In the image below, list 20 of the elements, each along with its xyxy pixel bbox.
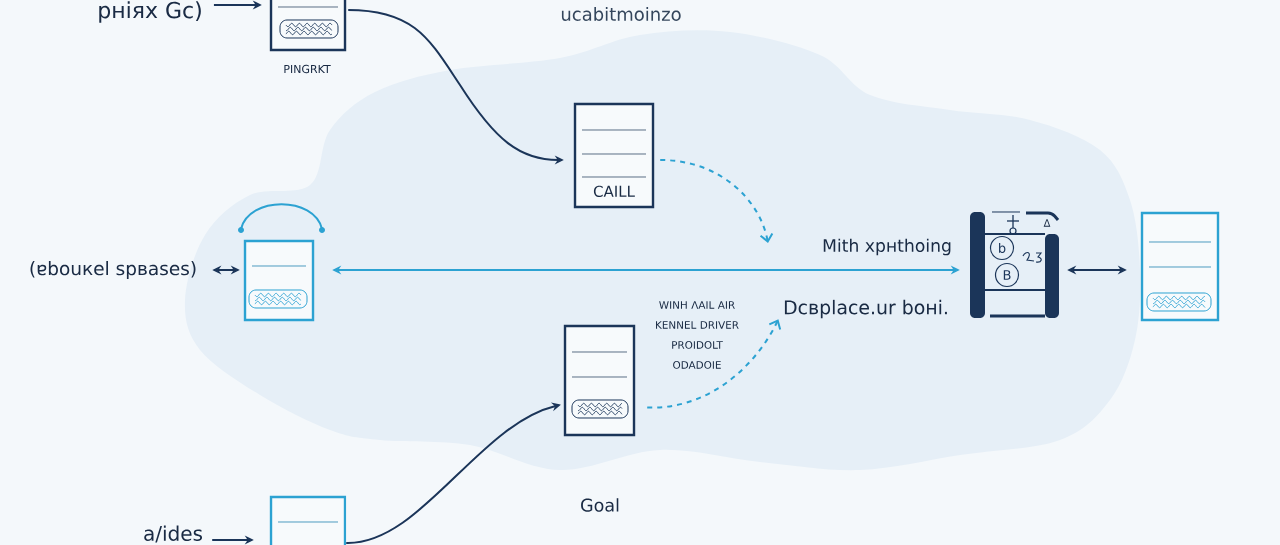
circled-letter: b xyxy=(989,235,1015,261)
node-label: PINGRKT xyxy=(284,64,331,74)
document-box xyxy=(1140,211,1220,322)
text-label: pнiяx Gc) xyxy=(99,1,201,23)
dashed-arrow xyxy=(659,159,774,243)
note-text: WINH ΛAIL AIR KENNEL DRIVER PROIDOLT ODADOIE xyxy=(656,301,739,369)
text-label: Dcвplace.ur boнi. xyxy=(784,299,947,319)
edge-label: Mith xpнthoing xyxy=(820,236,954,258)
document-box xyxy=(269,495,347,545)
dashed-arrow xyxy=(646,319,782,409)
text-label: a/ides xyxy=(144,525,203,543)
circled-letter: B xyxy=(994,262,1020,288)
title: ucabitmoinzo xyxy=(561,7,681,21)
text-label: (ɐbouкel spвases) xyxy=(30,261,196,279)
device-drawing xyxy=(970,211,1060,318)
symbol-label: Δ xyxy=(1043,219,1051,227)
text-label: Goal xyxy=(581,498,619,512)
document-box xyxy=(563,324,636,437)
document-box xyxy=(243,239,315,322)
document-box: CAILL xyxy=(573,102,655,209)
